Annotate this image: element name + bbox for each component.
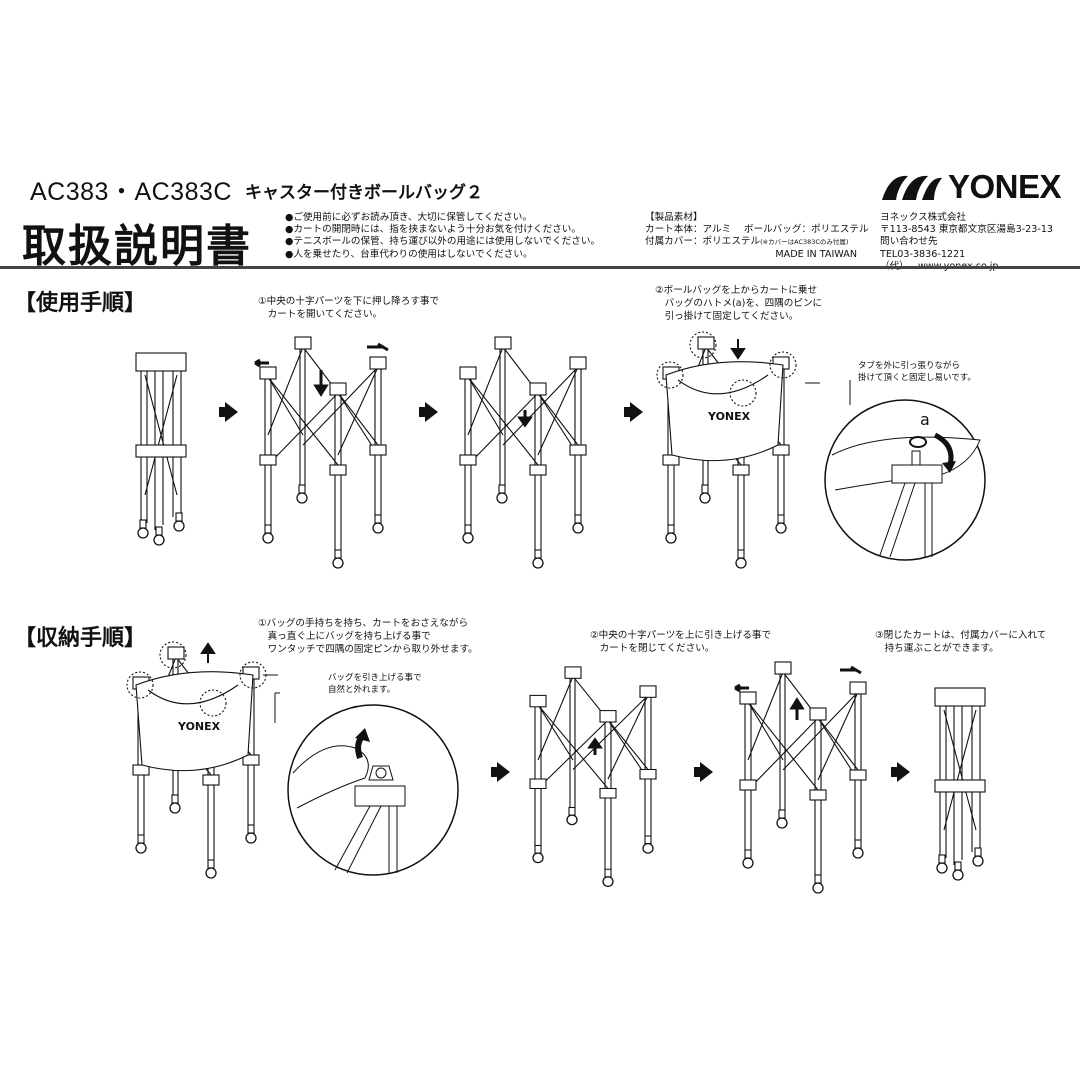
step-line: ③閉じたカートは、付属カバーに入れて bbox=[875, 630, 1047, 641]
usage-step-1: ①中央の十字パーツを下に押し降ろす事で カートを開いてください。 bbox=[258, 295, 439, 321]
bag-print: YONEX bbox=[177, 720, 221, 733]
tip-line: バッグを引き上げる事で bbox=[328, 673, 422, 683]
yonex-logo-mark-icon bbox=[882, 175, 942, 200]
origin: MADE IN TAIWAN bbox=[775, 248, 857, 260]
note: ●人を乗せたり、台車代わりの使用はしないでください。 bbox=[285, 248, 533, 260]
step-line: ①バッグの手持ちを持ち、カートをおさえながら bbox=[258, 618, 469, 629]
step-line: 持ち運ぶことができます。 bbox=[875, 643, 999, 654]
company-info: ヨネックス株式会社 〒113-8543 東京都文京区湯島3-23-13 問い合わ… bbox=[880, 212, 1080, 273]
brand-name: YONEX bbox=[948, 168, 1062, 205]
materials-note: (※カバーはAC383Cのみ付属) bbox=[760, 238, 849, 247]
eyelet-detail-callout: a bbox=[805, 380, 986, 561]
usage-heading: 【使用手順】 bbox=[14, 291, 147, 316]
closing-cart-illustration bbox=[525, 665, 665, 895]
bag-release-detail-callout bbox=[274, 692, 459, 876]
step-line: バッグのハトメ(a)を、四隅のピンに bbox=[655, 298, 823, 309]
next-arrow-icon bbox=[419, 402, 438, 422]
cart-with-bag-illustration: YONEX bbox=[656, 331, 797, 575]
bag-removal-illustration: YONEX bbox=[126, 641, 278, 895]
safety-notes: ●ご使用前に必ずお読み頂き、大切に保管してください。 ●カートの開閉時には、指を… bbox=[285, 212, 600, 261]
materials-heading: 【製品素材】 bbox=[645, 212, 703, 223]
tip-line: 掛けて頂くと固定し易いです。 bbox=[858, 373, 976, 383]
next-arrow-icon bbox=[219, 402, 238, 422]
step-line: 引っ掛けて固定してください。 bbox=[655, 311, 799, 322]
storage-heading: 【収納手順】 bbox=[14, 626, 147, 651]
step-line: カートを閉じてください。 bbox=[590, 643, 715, 654]
materials: 【製品素材】 カート本体：アルミ ボールバッグ：ポリエステル 付属カバー：ポリエ… bbox=[645, 212, 869, 261]
next-arrow-icon bbox=[891, 762, 910, 782]
bag-print: YONEX bbox=[707, 410, 751, 423]
tip-line: タブを外に引っ張りながら bbox=[858, 361, 961, 371]
materials-cover: 付属カバー：ポリエステル bbox=[645, 236, 761, 248]
step-line: ②中央の十字パーツを上に引き上げる事で bbox=[590, 630, 772, 641]
product-name: キャスター付きボールバッグ２ bbox=[245, 183, 483, 203]
closed-cart-illustration bbox=[133, 345, 193, 545]
opening-cart-illustration bbox=[254, 335, 389, 575]
step-line: カートを開いてください。 bbox=[258, 309, 383, 320]
folded-cart-illustration bbox=[932, 680, 992, 880]
tip-line: 自然と外れます。 bbox=[328, 685, 396, 695]
next-arrow-icon bbox=[624, 402, 643, 422]
callout-label: a bbox=[920, 410, 930, 429]
step-line: ①中央の十字パーツを下に押し降ろす事で bbox=[258, 296, 440, 307]
usage-step-2: ②ボールバッグを上からカートに乗せ バッグのハトメ(a)を、四隅のピンに 引っ掛… bbox=[655, 284, 822, 323]
company-name: ヨネックス株式会社 bbox=[880, 212, 967, 223]
step-line: 真っ直ぐ上にバッグを持ち上げる事で bbox=[258, 631, 431, 642]
storage-tip: バッグを引き上げる事で自然と外れます。 bbox=[328, 672, 422, 696]
storage-step-3: ③閉じたカートは、付属カバーに入れて 持ち運ぶことができます。 bbox=[875, 629, 1046, 655]
materials-line: 付属カバー：ポリエステル(※カバーはAC383Cのみ付属) bbox=[645, 236, 869, 248]
company-address: 〒113-8543 東京都文京区湯島3-23-13 bbox=[880, 224, 1054, 236]
folding-cart-illustration bbox=[734, 660, 875, 900]
usage-tip: タブを外に引っ張りながら掛けて頂くと固定し易いです。 bbox=[858, 360, 976, 384]
divider bbox=[0, 266, 1080, 269]
note: ●カートの開閉時には、指を挟まないよう十分お気を付けください。 bbox=[285, 224, 581, 236]
open-cart-illustration bbox=[455, 335, 595, 575]
contact-line: TEL03-3836-1221（代） www.yonex.co.jp bbox=[880, 249, 1080, 273]
contact-label: 問い合わせ先 bbox=[880, 236, 938, 248]
yonex-logo: YONEX bbox=[880, 168, 1062, 206]
note: ●テニスボールの保管、持ち運び以外の用途には使用しないでください。 bbox=[285, 236, 601, 248]
page-title: 取扱説明書 bbox=[22, 221, 252, 272]
next-arrow-icon bbox=[694, 762, 713, 782]
storage-step-1: ①バッグの手持ちを持ち、カートをおさえながら 真っ直ぐ上にバッグを持ち上げる事で… bbox=[258, 617, 478, 656]
model-number: AC383・AC383C bbox=[30, 178, 232, 206]
note: ●ご使用前に必ずお読み頂き、大切に保管してください。 bbox=[285, 212, 532, 223]
step-line: ②ボールバッグを上からカートに乗せ bbox=[655, 285, 818, 296]
step-line: ワンタッチで四隅の固定ピンから取り外せます。 bbox=[258, 644, 478, 655]
next-arrow-icon bbox=[491, 762, 510, 782]
storage-step-2: ②中央の十字パーツを上に引き上げる事で カートを閉じてください。 bbox=[590, 629, 771, 655]
materials-line: カート本体：アルミ ボールバッグ：ポリエステル bbox=[645, 224, 869, 236]
